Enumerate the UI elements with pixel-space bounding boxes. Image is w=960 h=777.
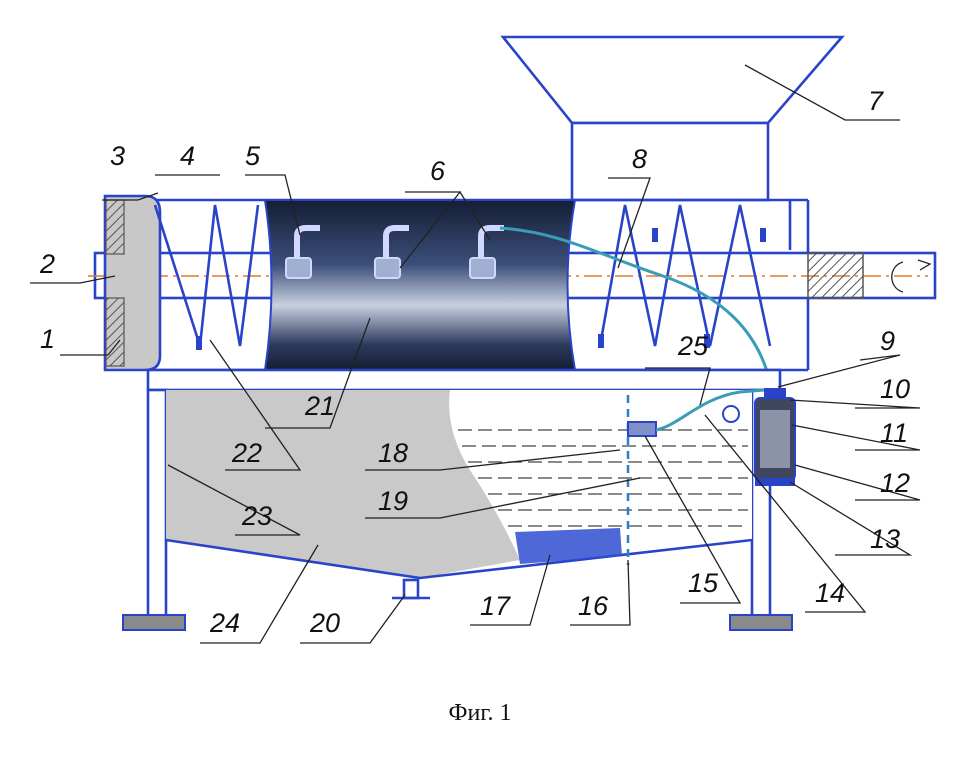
hopper [500, 35, 845, 202]
settling-tank [165, 388, 766, 600]
perforated-drum [263, 199, 577, 371]
label-18: 18 [378, 438, 408, 468]
leader-lines [30, 64, 921, 644]
label-19: 19 [378, 486, 408, 516]
label-3: 3 [110, 141, 125, 171]
label-22: 22 [231, 438, 262, 468]
filter-unit [754, 388, 796, 486]
screw-flights [153, 204, 772, 350]
label-15: 15 [688, 568, 719, 598]
label-14: 14 [815, 578, 845, 608]
label-10: 10 [880, 374, 910, 404]
label-2: 2 [39, 249, 55, 279]
label-24: 24 [209, 608, 240, 638]
label-1: 1 [40, 324, 55, 354]
label-11: 11 [880, 418, 908, 448]
figure-caption: Фиг. 1 [449, 700, 512, 726]
label-8: 8 [632, 144, 647, 174]
part-labels: 3 4 5 6 8 7 2 1 25 9 10 11 12 13 21 22 1… [39, 86, 910, 638]
end-flange [103, 194, 162, 372]
label-9: 9 [880, 326, 895, 356]
label-6: 6 [430, 156, 446, 186]
label-23: 23 [241, 501, 272, 531]
label-4: 4 [180, 141, 195, 171]
label-5: 5 [245, 141, 261, 171]
label-20: 20 [309, 608, 340, 638]
label-16: 16 [578, 591, 609, 621]
label-12: 12 [880, 468, 910, 498]
sediment [515, 528, 622, 564]
label-25: 25 [677, 331, 709, 361]
hose [499, 226, 774, 391]
label-13: 13 [870, 524, 900, 554]
label-21: 21 [304, 391, 335, 421]
label-17: 17 [480, 591, 511, 621]
label-7: 7 [868, 86, 884, 116]
